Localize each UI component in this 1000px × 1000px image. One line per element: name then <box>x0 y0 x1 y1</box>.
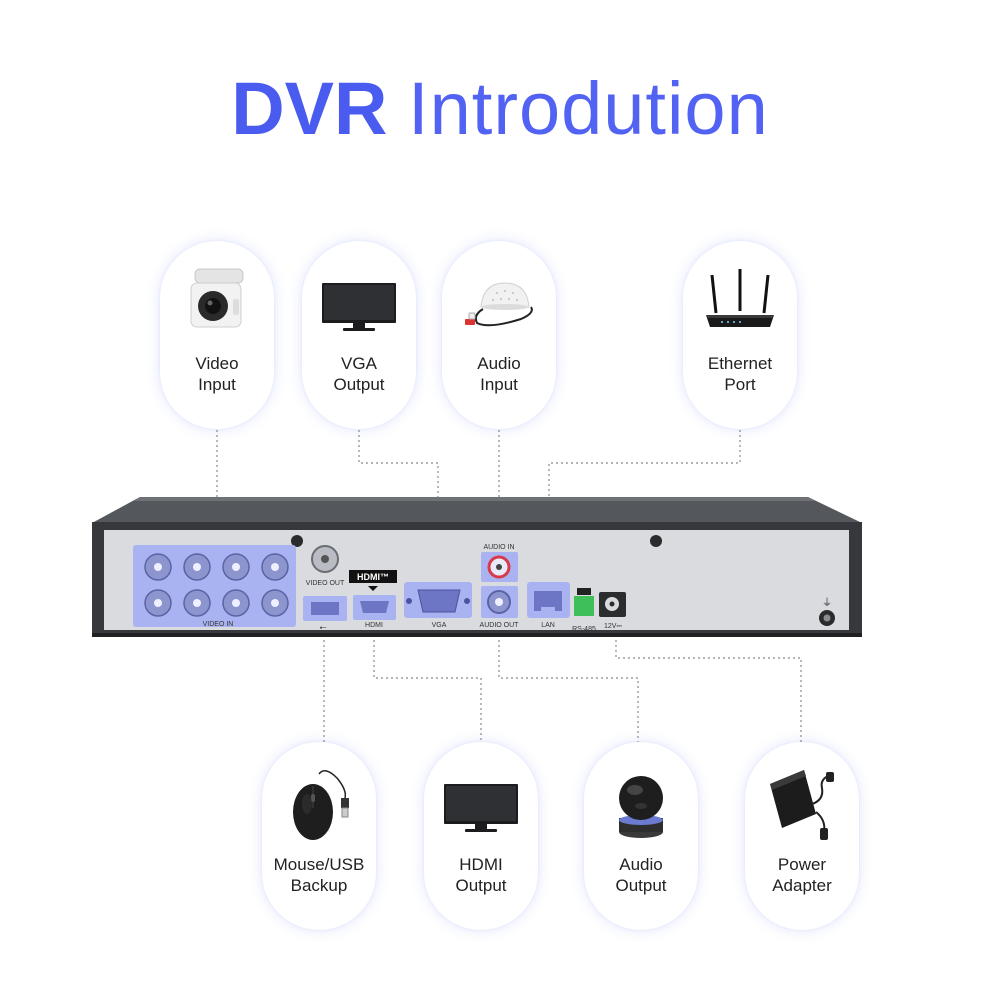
label-dc: 12V⎓ <box>604 623 622 630</box>
label-rs485: RS-485 <box>572 626 596 633</box>
label-video-out: VIDEO OUT <box>306 580 345 587</box>
device-label: Audio Output <box>615 855 667 895</box>
label-hdmi: HDMI <box>365 622 383 629</box>
monitor-icon <box>444 784 518 832</box>
rs485-terminal <box>574 596 594 616</box>
line-hdmi <box>373 625 482 742</box>
power-adapter-icon <box>770 770 834 840</box>
mouse-icon <box>293 770 349 840</box>
video-in-highlight <box>133 545 296 627</box>
usb-port <box>311 602 339 615</box>
device-hdmi-output: HDMI Output <box>424 742 538 930</box>
device-label: HDMI Output <box>455 855 507 895</box>
label-lan: LAN <box>541 622 555 629</box>
device-audio-output: Audio Output <box>584 742 698 930</box>
speaker-icon <box>619 776 663 838</box>
page-title: DVR Introdution <box>0 72 1000 146</box>
panel-screw-right <box>650 535 662 547</box>
dvr-top-lid <box>92 497 862 523</box>
hdmi-arrow-icon <box>368 586 378 591</box>
line-ethernet <box>548 430 741 582</box>
device-audio-input: Audio Input <box>442 241 556 429</box>
usb-symbol-icon: ⭠ <box>319 622 326 632</box>
label-video-in: VIDEO IN <box>203 621 234 628</box>
device-vga-output: VGA Output <box>302 241 416 429</box>
label-hdmi-logo: HDMI™ <box>357 572 389 582</box>
dvr-unit: VIDEO IN VIDEO OUT ⭠ HDMI™ HDMI VGA AUDI… <box>92 497 862 637</box>
hdmi-logo-badge <box>349 570 397 583</box>
device-label: VGA Output <box>333 354 385 394</box>
microphone-icon <box>465 282 533 327</box>
device-label: Video Input <box>195 354 239 394</box>
dvr-bottom-edge <box>92 633 862 637</box>
lan-port <box>534 591 562 611</box>
device-label: Mouse/USB Backup <box>273 855 365 895</box>
device-mouse-usb-backup: Mouse/USB Backup <box>262 742 376 930</box>
bnc-inputs <box>144 553 289 617</box>
device-ethernet-port: Ethernet Port <box>683 241 797 429</box>
label-audio-out: AUDIO OUT <box>480 622 520 629</box>
label-vga: VGA <box>432 622 447 629</box>
title-light: Introdution <box>408 67 769 150</box>
device-power-adapter: Power Adapter <box>745 742 859 930</box>
label-audio-in: AUDIO IN <box>483 544 514 551</box>
line-power <box>615 625 802 742</box>
monitor-icon <box>322 283 396 331</box>
line-audio-output <box>498 625 639 742</box>
device-label: Power Adapter <box>772 855 832 895</box>
device-label: Audio Input <box>477 354 521 394</box>
panel-screw-left <box>291 535 303 547</box>
router-icon <box>706 269 774 327</box>
device-label: Ethernet Port <box>707 354 773 394</box>
dvr-lid-highlight <box>134 497 815 501</box>
vga-port <box>417 589 461 613</box>
device-video-input: Video Input <box>160 241 274 429</box>
hdmi-port <box>360 601 389 613</box>
bullet-camera-icon <box>190 268 244 328</box>
ground-symbol-icon: ⏚ <box>822 597 832 609</box>
title-bold: DVR <box>231 67 388 150</box>
